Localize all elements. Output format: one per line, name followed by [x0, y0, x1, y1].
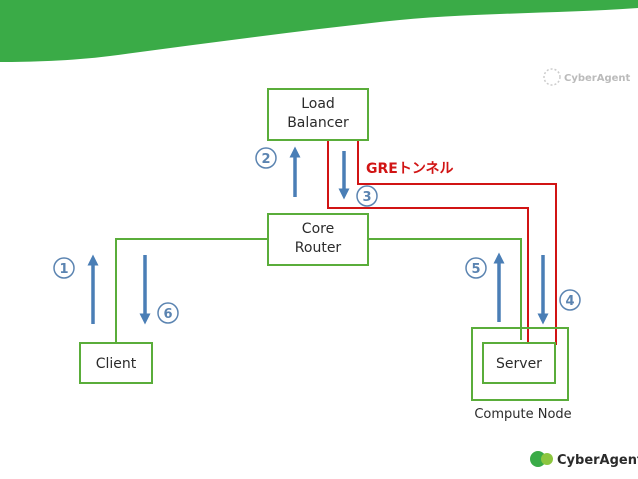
load-balancer-label-line2: Balancer	[287, 115, 349, 131]
step-badges: 1 2 3 4 5 6	[53, 147, 581, 324]
core-router-label-line2: Router	[295, 240, 342, 256]
network-links	[115, 238, 522, 345]
core-router-box	[267, 213, 369, 266]
client-box	[79, 342, 153, 384]
client-label: Client	[96, 356, 137, 372]
gre-tunnel-label: GREトンネル	[366, 161, 454, 177]
step-4: 4	[565, 294, 574, 309]
step-2: 2	[261, 152, 270, 167]
step-1: 1	[59, 262, 68, 277]
compute-node-label: Compute Node	[474, 407, 571, 422]
gre-tunnel-lines	[327, 140, 557, 345]
flow-arrows	[87, 146, 549, 325]
compute-node-box	[471, 327, 569, 401]
svg-text:CyberAgent: CyberAgent	[564, 73, 631, 84]
server-box	[482, 342, 556, 384]
svg-text:CyberAgent: CyberAgent	[557, 453, 638, 468]
server-label: Server	[496, 356, 542, 372]
step-6: 6	[163, 307, 172, 322]
header-band	[0, 0, 638, 62]
step-5: 5	[471, 262, 480, 277]
load-balancer-label-line1: Load	[301, 96, 335, 112]
core-router-label-line1: Core	[302, 221, 334, 237]
link-client-router	[115, 238, 268, 345]
load-balancer-box	[267, 88, 369, 141]
cyberagent-logo: CyberAgent	[530, 451, 638, 468]
link-router-server	[368, 238, 522, 340]
cyberagent-logo-small: CyberAgent	[543, 68, 631, 86]
step-3: 3	[362, 190, 371, 205]
